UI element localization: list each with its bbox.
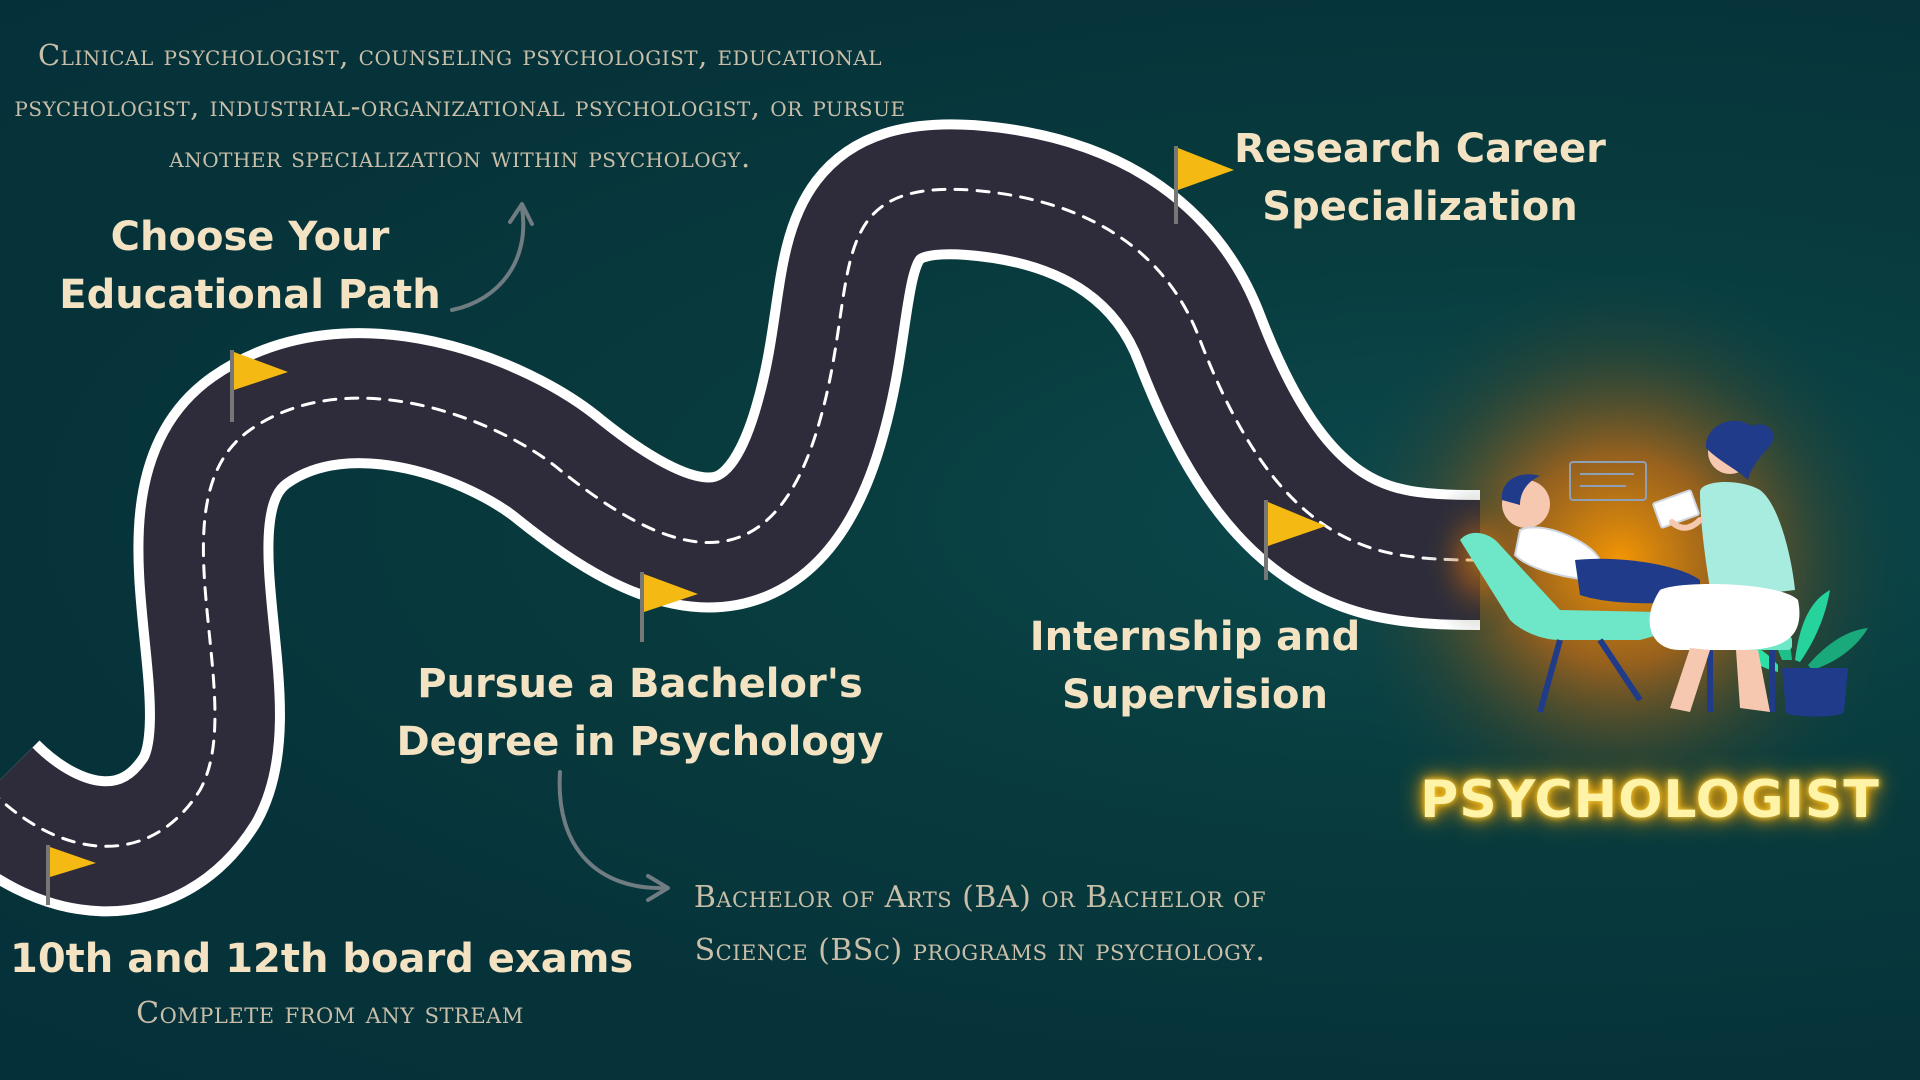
- educational-path-note: Clinical psychologist, counseling psycho…: [14, 38, 906, 174]
- educational-path-title: Choose Your Educational Path: [59, 214, 441, 318]
- flag-icon: [230, 350, 288, 422]
- arrow-icon: [450, 202, 534, 312]
- board-exams-note: Complete from any stream: [136, 996, 524, 1031]
- flag-icon: [1174, 146, 1234, 224]
- flag-icon: [46, 845, 96, 905]
- research-title: Research Career Specialization: [1234, 126, 1606, 230]
- destination-title: PSYCHOLOGIST: [1420, 770, 1880, 830]
- bachelors-title: Pursue a Bachelor's Degree in Psychology: [396, 661, 884, 765]
- internship-title: Internship and Supervision: [1029, 614, 1361, 718]
- flag-icon: [640, 572, 698, 642]
- board-exams-title: 10th and 12th board exams: [10, 936, 634, 982]
- flag-icon: [1264, 500, 1326, 580]
- bachelors-note: Bachelor of Arts (BA) or Bachelor of Sci…: [693, 880, 1267, 968]
- arrow-icon: [557, 770, 670, 902]
- therapy-session-illustration: [1460, 420, 1868, 717]
